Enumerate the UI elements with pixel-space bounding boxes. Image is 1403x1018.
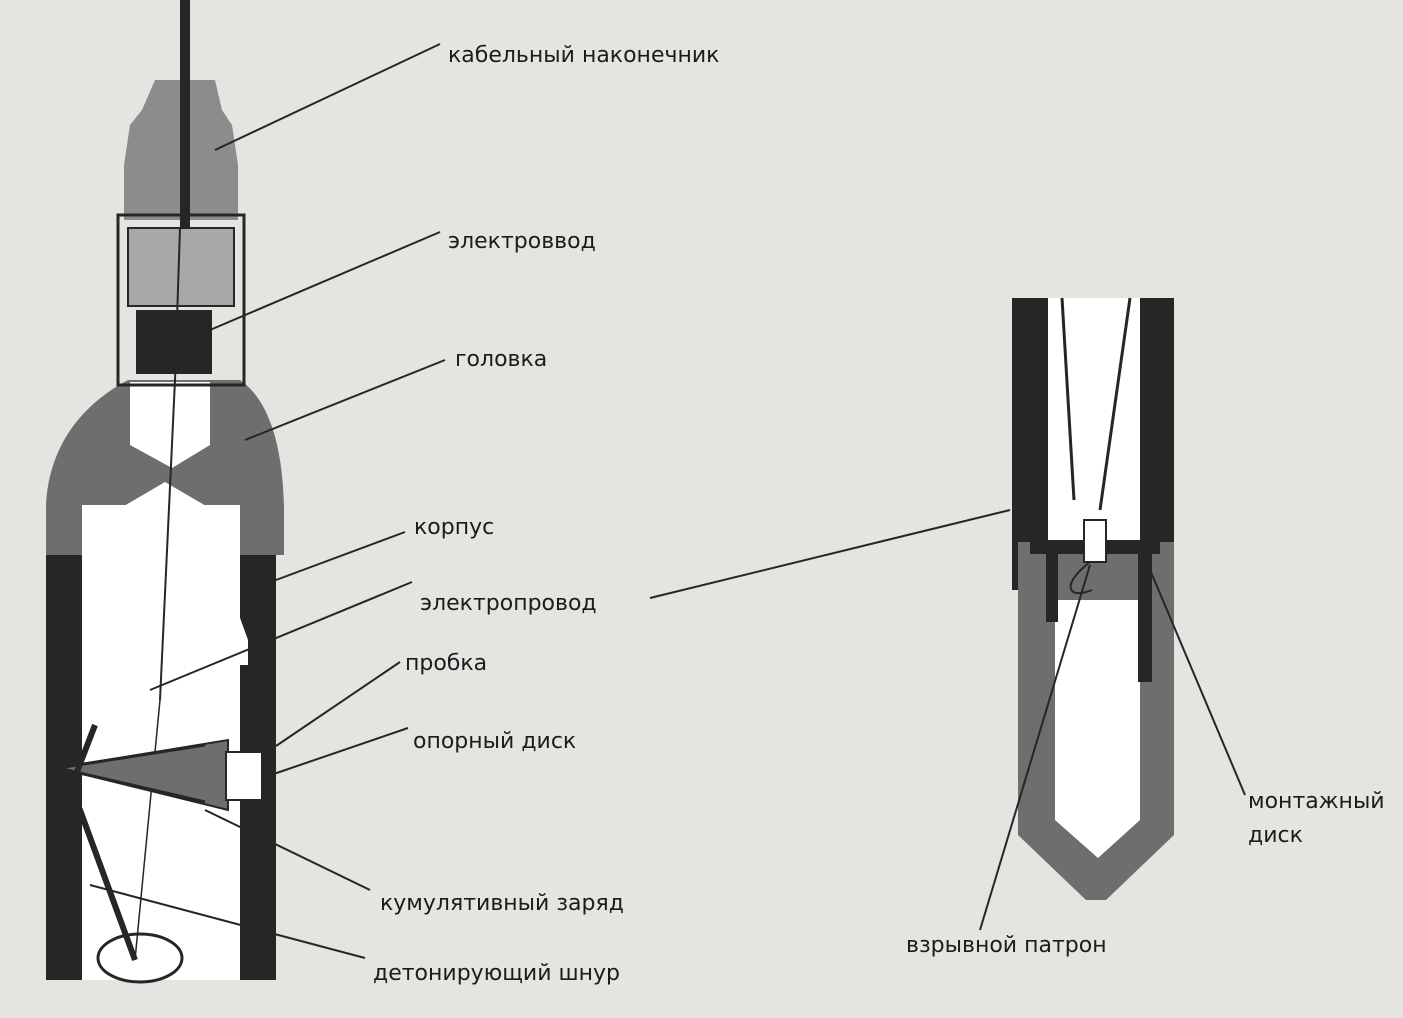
label-detonator: взрывной патрон [906, 933, 1107, 958]
detonator-assembly [1012, 297, 1174, 900]
leader-cable-lug [214, 43, 441, 151]
label-mounting-disc-line1: монтажный [1248, 789, 1385, 814]
perforator-assembly [46, 0, 284, 984]
inner-dark-strip [1138, 552, 1152, 682]
inner-wire-bottom [134, 699, 161, 961]
collar-bracket [116, 213, 246, 387]
inner-wire-lower [159, 379, 176, 701]
body-tube-right-wall [240, 505, 276, 980]
leader-body [275, 531, 406, 581]
detonator-capsule [1083, 519, 1107, 563]
leader-lines [89, 43, 1246, 959]
leader-lead-in [209, 231, 441, 331]
label-lead-in: электроввод [448, 229, 596, 254]
label-support-disc: опорный диск [413, 729, 576, 754]
leader-support-disc [261, 727, 409, 779]
inner-wire [174, 227, 181, 381]
tapered-inner-lines [1060, 297, 1132, 511]
detonating-cord-path [66, 723, 138, 962]
label-detonating-cord: детонирующий шнур [373, 961, 620, 986]
label-cable-lug: кабельный наконечник [448, 43, 719, 68]
lead-in-block [136, 310, 212, 374]
head-shape [46, 380, 284, 555]
leader-mounting-disc [1147, 564, 1246, 796]
detonating-cord-loop [96, 932, 184, 984]
label-plug: пробка [405, 651, 487, 676]
lower-u-interior [1055, 600, 1140, 858]
label-body: корпус [414, 515, 494, 540]
head-cavity-upper [130, 382, 210, 468]
leader-detonator-top [649, 509, 1011, 599]
leader-shaped-charge [204, 809, 371, 891]
leader-plug [275, 661, 401, 747]
label-wire: электропровод [420, 591, 597, 616]
support-disc-block [225, 751, 263, 801]
body-tube-left-wall [46, 505, 82, 980]
label-shaped-charge: кумулятивный заряд [380, 891, 624, 916]
label-mounting-disc-line2: диск [1248, 823, 1303, 848]
collar-block-upper [127, 227, 235, 307]
label-head: головка [455, 347, 547, 372]
cable-rod [180, 0, 190, 228]
leader-detonating-cord [89, 884, 366, 959]
detonator-lead [1069, 561, 1093, 595]
leader-detonator-bottom [979, 564, 1091, 931]
inner-left-strip [1046, 552, 1058, 622]
leader-wire [149, 581, 413, 691]
leader-head [244, 359, 446, 441]
